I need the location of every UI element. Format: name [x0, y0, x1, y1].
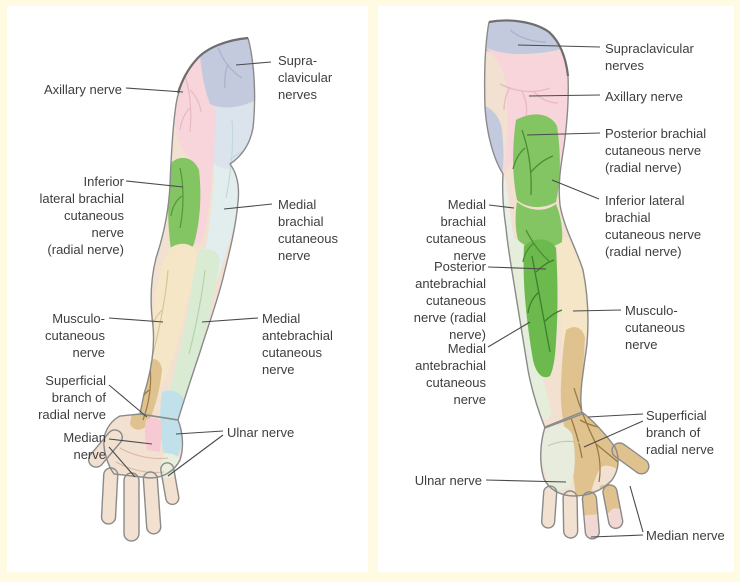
label-inferior-lateral-brachial-posterior: Inferior lateral brachial cutaneous nerv…	[605, 193, 702, 259]
label-median-nerve-posterior: Median nerve	[646, 528, 725, 543]
label-posterior-brachial-posterior: Posterior brachial cutaneous nerve (radi…	[605, 126, 707, 175]
label-axillary-nerve-anterior: Axillary nerve	[43, 82, 122, 97]
label-superficial-radial-posterior: Superficial branch of radial nerve	[646, 408, 714, 457]
label-posterior-antebrachial-posterior: Posterior antebrachial cutaneous nerve (…	[413, 259, 486, 342]
label-supraclavicular-nerves-posterior: Supraclavicular nerves	[605, 41, 694, 73]
label-ulnar-nerve-posterior: Ulnar nerve	[414, 473, 482, 488]
label-medial-antebrachial-posterior: Medial antebrachial cutaneous nerve	[415, 341, 486, 407]
label-medial-brachial-posterior: Medial brachial cutaneous nerve	[426, 197, 486, 263]
label-ulnar-nerve-anterior: Ulnar nerve	[227, 425, 295, 440]
label-medial-antebrachial-anterior: Medial antebrachial cutaneous nerve	[262, 311, 333, 377]
label-superficial-radial-anterior: Superficial branch of radial nerve	[38, 373, 106, 422]
label-axillary-nerve-posterior: Axillary nerve	[605, 89, 684, 104]
label-inferior-lateral-brachial-anterior: Inferior lateral brachial cutaneous nerv…	[39, 174, 124, 257]
label-musculocutaneous-anterior: Musculo- cutaneous nerve	[45, 311, 105, 360]
label-supraclavicular-nerves-anterior: Supra- clavicular nerves	[278, 53, 333, 102]
label-musculocutaneous-posterior: Musculo- cutaneous nerve	[625, 303, 685, 352]
label-medial-brachial-anterior: Medial brachial cutaneous nerve	[278, 197, 338, 263]
label-median-nerve-anterior: Median nerve	[63, 430, 106, 462]
